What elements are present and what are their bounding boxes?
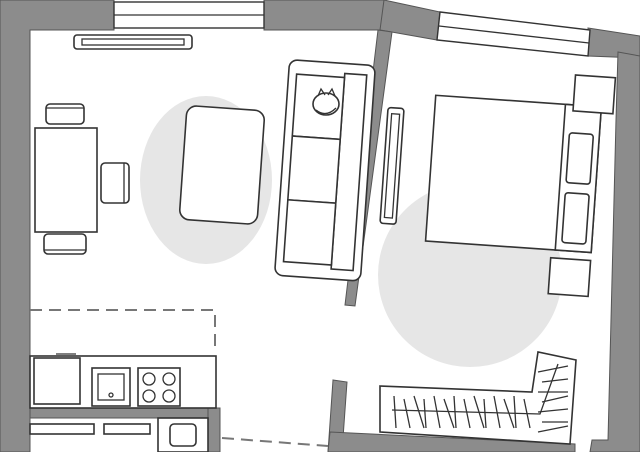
toilet-icon [169, 423, 197, 447]
hanger-line [433, 395, 441, 429]
bed [424, 74, 617, 298]
top-wall-middle [263, 0, 385, 31]
window-top-right-pane [438, 25, 590, 44]
hanger-line [493, 395, 501, 429]
hanger-line [483, 398, 487, 429]
tv-screen [383, 113, 401, 219]
cat-tail [315, 107, 337, 115]
wardrobe-body [379, 351, 577, 445]
hanger-line [453, 395, 457, 429]
cat-body [312, 92, 340, 116]
bottom-wall-right [327, 431, 576, 452]
hanger-line [443, 398, 455, 429]
burner [142, 389, 156, 403]
right-wall [589, 51, 640, 452]
entry-zone-boundary [221, 437, 329, 447]
coffee-table [178, 105, 266, 225]
sink-drain [108, 392, 114, 398]
chair-seat [100, 162, 130, 204]
dining-chair-bottom [43, 233, 87, 255]
hanger-line [413, 395, 425, 429]
cat-ears [317, 87, 336, 97]
dining-table [34, 127, 98, 233]
burner [142, 372, 156, 386]
windows [113, 1, 591, 57]
dining-set [34, 103, 130, 255]
bath-shelf-left [29, 423, 95, 435]
radiator-body [73, 34, 193, 50]
hanging-clothes [393, 365, 569, 433]
dining-chair-top [45, 103, 85, 125]
hanger-line [537, 425, 569, 433]
tv-console [379, 106, 405, 225]
sofa [274, 59, 376, 282]
kitchen-cabinet [33, 357, 81, 405]
chair-seat [43, 233, 87, 255]
cooktop-icon [137, 367, 181, 407]
hanger-line [537, 408, 569, 413]
dining-chair-right [100, 162, 130, 204]
hanger-line [523, 398, 531, 429]
bed-pillow-bottom [561, 191, 590, 245]
burner [162, 389, 176, 403]
hanger-line [503, 398, 515, 429]
hanger-line [473, 395, 485, 429]
bottom-wall-left [29, 407, 221, 419]
sofa-cushion-3 [282, 198, 337, 266]
top-wall-far-right [587, 27, 640, 59]
burner [162, 372, 176, 386]
bed-pillow-top [565, 132, 595, 185]
nightstand-top [572, 74, 617, 115]
hanger-line [513, 395, 517, 429]
zone-dividers [30, 309, 329, 447]
hanger-line [541, 395, 569, 403]
bath-shelf-right [103, 423, 151, 435]
cat-icon [312, 87, 340, 116]
tv-console-body [379, 106, 405, 225]
bathroom [29, 417, 209, 452]
hanger-line [403, 398, 411, 429]
sink-bowl [97, 373, 125, 401]
kitchen-counter [29, 353, 217, 409]
chair-seat [45, 103, 85, 125]
sofa-cushion-2 [286, 135, 342, 205]
hanger-line [393, 395, 397, 429]
hanger-line [537, 365, 569, 373]
radiator [73, 34, 193, 50]
hanger-line [423, 398, 427, 429]
sink-icon [91, 367, 131, 407]
radiator-inner [81, 38, 185, 46]
top-wall-left [0, 0, 115, 452]
nightstand-bottom [547, 256, 592, 298]
hanger-line [541, 378, 569, 383]
kitchen-zone-boundary [30, 309, 216, 352]
hanger-line [463, 398, 471, 429]
bottom-wall-stub [207, 407, 221, 452]
wardrobe [379, 351, 577, 445]
